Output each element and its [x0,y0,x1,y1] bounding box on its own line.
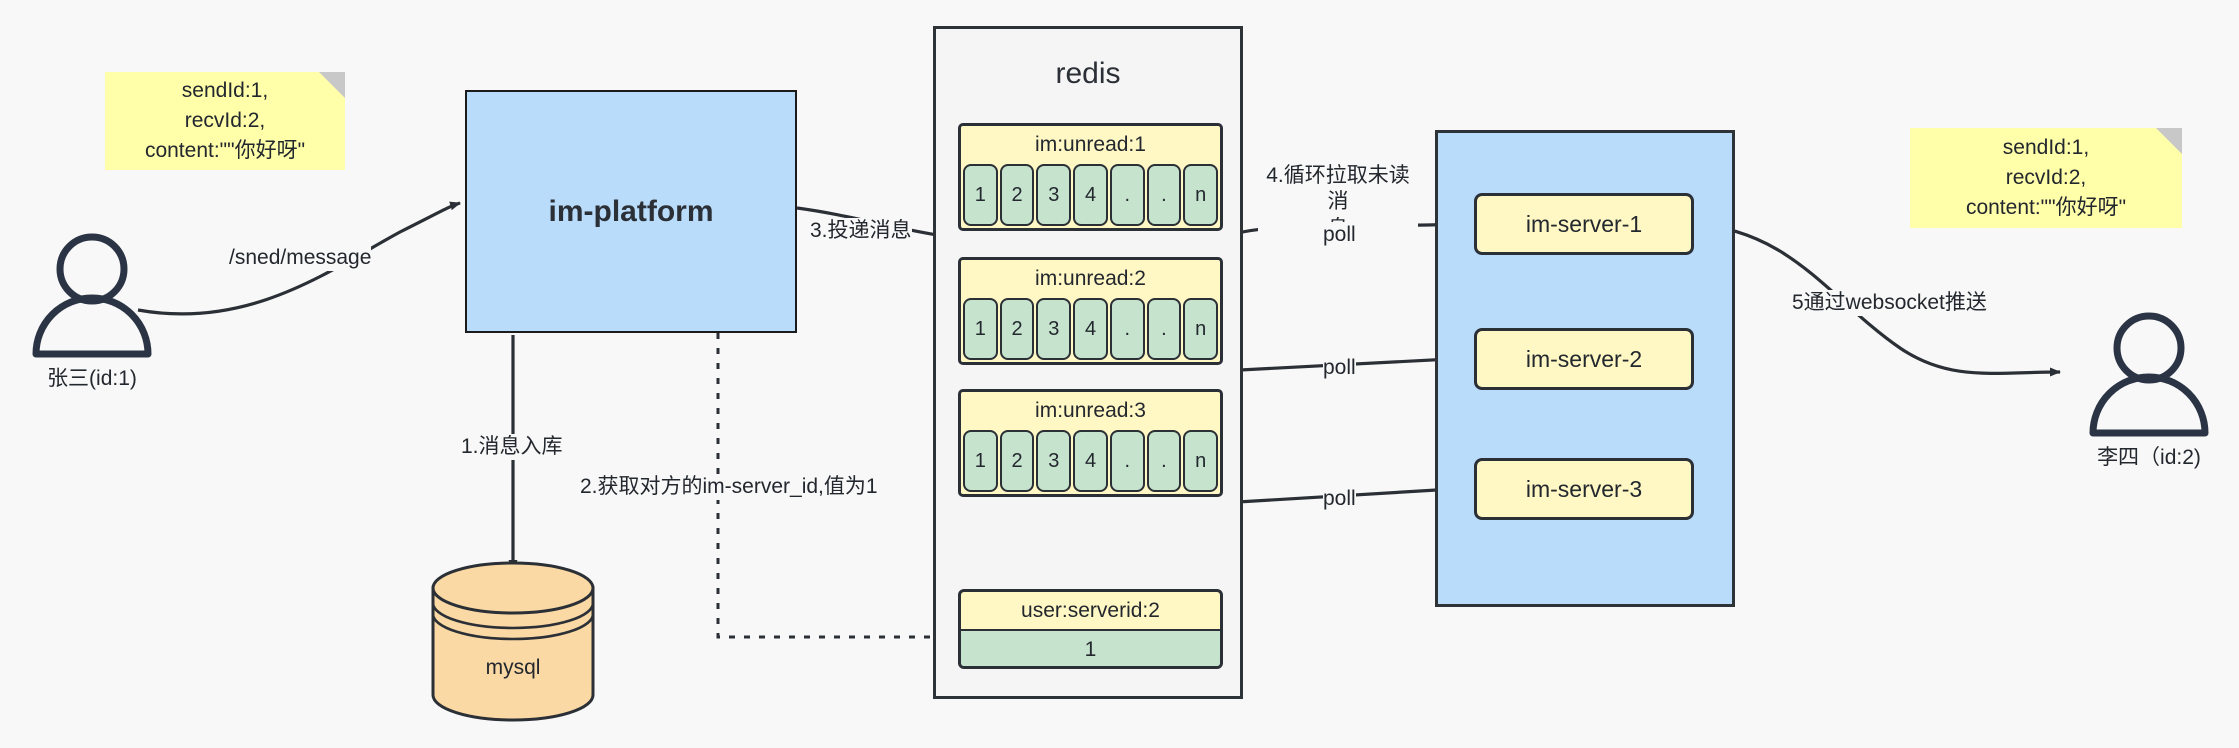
redis-kv-user-serverid[interactable]: user:serverid:2 1 [958,589,1223,669]
edge-step2-dotted [713,214,960,639]
queue-cell: n [1183,430,1219,492]
actor-sender-label: 张三(id:1) [47,367,137,390]
note-left-text: sendId:1, recvId:2, content:""你好呀" [144,79,306,162]
note-right-text: sendId:1, recvId:2, content:""你好呀" [1965,136,2127,219]
im-server-2-box[interactable]: im-server-2 [1474,328,1694,390]
queue-cell: 3 [1036,164,1072,226]
queue-cell: 1 [963,298,998,360]
queue-cell: . [1146,298,1182,360]
queue-cell: . [1146,164,1182,226]
queue-cell: 1 [963,430,998,492]
im-platform-label: im-platform [548,194,714,228]
edge-label-poll-1: poll [1323,222,1356,249]
edge-label-poll-3: poll [1323,486,1356,513]
im-server-3-box[interactable]: im-server-3 [1474,458,1694,520]
queue-cell: 3 [1036,430,1072,492]
redis-container: redis im:unread:1 1 2 3 4 . . n im:unrea… [933,26,1243,699]
edge-label-poll-2: poll [1323,355,1356,382]
edge-label-step5: 5通过websocket推送 [1792,290,1987,317]
queue-cell: 1 [963,164,998,226]
redis-queue-im-unread-1[interactable]: im:unread:1 1 2 3 4 . . n [958,123,1223,231]
queue-cell: 3 [1036,298,1072,360]
im-platform-box[interactable]: im-platform [465,90,797,333]
note-right-message: sendId:1, recvId:2, content:""你好呀" [1910,128,2182,228]
queue-cell: . [1109,298,1145,360]
note-left-message: sendId:1, recvId:2, content:""你好呀" [105,72,345,170]
kv-key-label: user:serverid:2 [1021,598,1160,622]
queue-cells: 1 2 3 4 . . n [961,164,1220,228]
queue-cells: 1 2 3 4 . . n [961,298,1220,362]
edge-label-step3: 3.投递消息 [810,218,912,245]
queue-key-label: im:unread:1 [1035,133,1146,156]
edge-label-send-message: /sned/message [229,245,372,272]
mysql-cylinder-icon [431,561,595,722]
queue-key-label: im:unread:2 [1035,267,1146,290]
queue-key-label: im:unread:3 [1035,399,1146,422]
user-icon [32,233,152,358]
im-server-1-box[interactable]: im-server-1 [1474,193,1694,255]
queue-cell: 2 [999,298,1035,360]
im-server-3-label: im-server-3 [1525,475,1643,502]
queue-cell: 4 [1073,430,1108,492]
edge-label-step2: 2.获取对方的im-server_id,值为1 [580,474,878,501]
im-server-1-label: im-server-1 [1525,210,1643,237]
queue-cell: n [1183,298,1219,360]
note-fold-icon [319,72,345,98]
queue-cells: 1 2 3 4 . . n [961,430,1220,494]
edge-label-step1: 1.消息入库 [461,434,563,461]
actor-receiver-label: 李四（id:2) [2097,446,2201,469]
mysql-label: mysql [485,656,541,679]
queue-cell: . [1109,164,1145,226]
queue-cell: . [1109,430,1145,492]
queue-cell: 4 [1073,298,1108,360]
queue-cell: 2 [999,430,1035,492]
queue-cell: . [1146,430,1182,492]
im-server-2-label: im-server-2 [1525,345,1643,372]
note-fold-icon [2156,128,2182,154]
redis-title: redis [1055,57,1121,90]
im-server-cluster-container: im-server-1 im-server-2 im-server-3 [1435,130,1735,607]
edge-step5-websocket [1689,222,2061,377]
redis-queue-im-unread-2[interactable]: im:unread:2 1 2 3 4 . . n [958,257,1223,365]
queue-cell: n [1183,164,1219,226]
redis-queue-im-unread-3[interactable]: im:unread:3 1 2 3 4 . . n [958,389,1223,497]
queue-cell: 4 [1073,164,1108,226]
user-icon [2089,312,2209,437]
queue-cell: 2 [999,164,1035,226]
kv-value-label: 1 [961,629,1220,666]
